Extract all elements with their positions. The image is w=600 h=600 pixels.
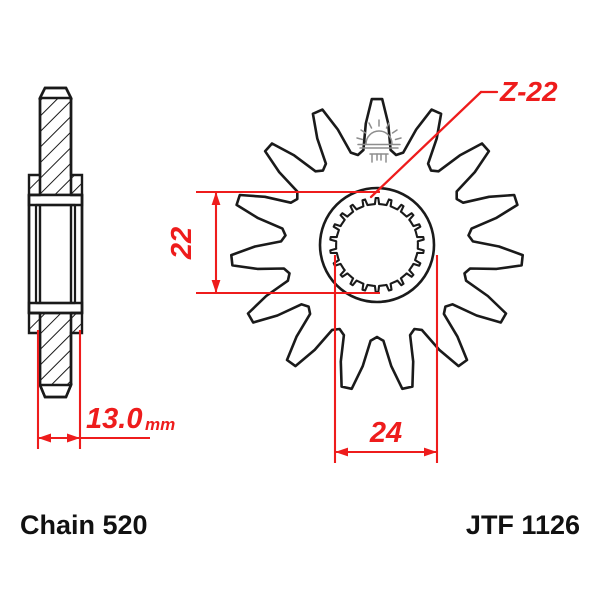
thickness-arrow-right [67,433,80,443]
thickness-value: 13.0 [86,403,142,435]
section-hub-wall-left [27,193,42,315]
section-hub-bottom-wall [27,301,84,315]
spline-callout-label: Z-22 [499,76,558,107]
chain-label: Chain 520 [20,510,148,540]
hub-circle [318,186,436,304]
front-view [230,97,524,391]
dimension-inner-height: 22 [166,190,380,295]
h22-arrow-top [211,192,221,205]
section-hub-wall-right [69,193,84,315]
section-hub-top-wall [27,193,84,207]
thickness-unit: mm [145,415,175,434]
spline-leader-line [369,90,483,199]
w24-arrow-right [424,447,437,457]
sprocket-outline [230,97,524,391]
section-inner-cavity [34,203,77,305]
dimension-inner-width: 24 [333,255,439,463]
section-upper-tooth [27,86,84,197]
spline-inner-circle [332,200,422,290]
inner-height-value: 22 [166,227,198,260]
spline-teeth-group [332,200,422,290]
section-view [27,86,84,399]
thickness-arrow-left [38,433,51,443]
w24-arrow-left [335,447,348,457]
inner-width-value: 24 [369,417,402,449]
sunrise-logo-icon [356,119,402,163]
part-number-label: JTF 1126 [466,510,580,540]
dimension-thickness: 13.0 mm [36,330,175,449]
section-outer-outline [27,86,84,399]
spline-bore [329,196,425,294]
h22-arrow-bottom [211,280,221,293]
callout-spline: Z-22 [369,76,558,199]
